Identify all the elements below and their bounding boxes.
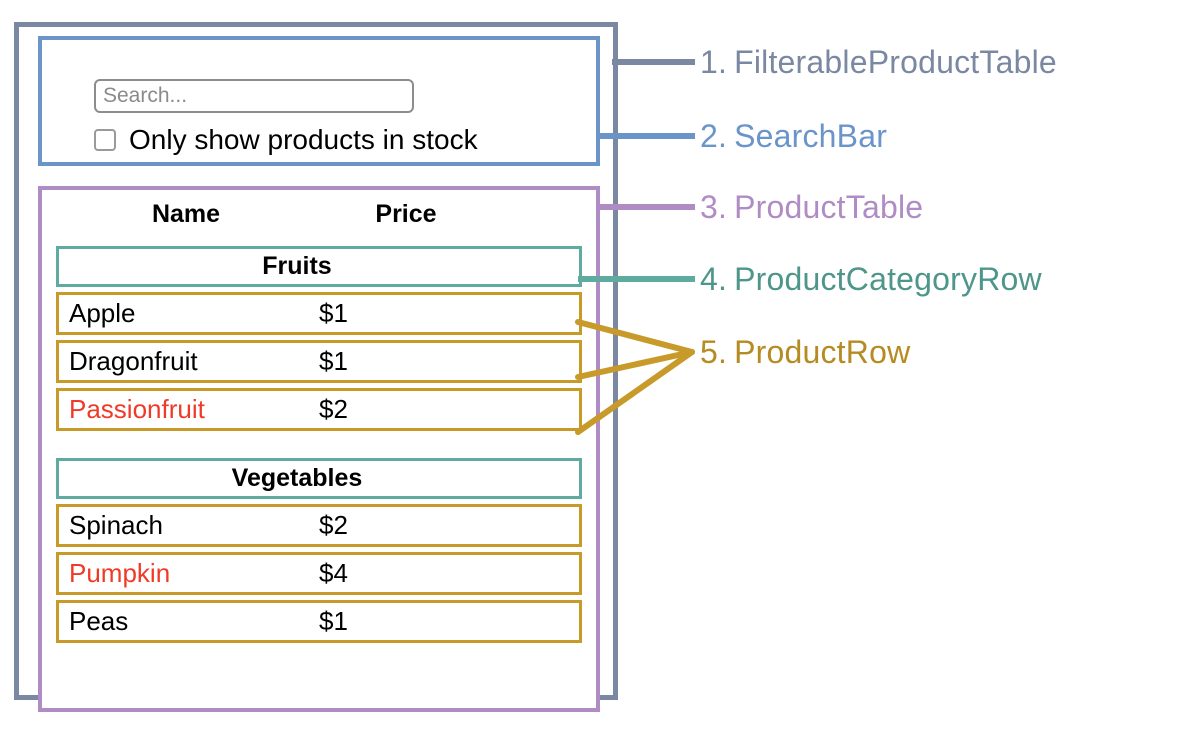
- legend-item-filterable-product-table: 1.FilterableProductTable: [700, 44, 1057, 81]
- search-bar-box: Search... Only show products in stock: [38, 36, 600, 166]
- product-table-header: Name Price: [42, 200, 596, 229]
- legend-label-3: ProductTable: [734, 189, 924, 225]
- checkbox-icon[interactable]: [94, 129, 116, 151]
- product-row: Passionfruit $2: [56, 388, 582, 431]
- product-name: Dragonfruit: [69, 346, 198, 376]
- product-row: Peas $1: [56, 600, 582, 643]
- legend-item-product-row: 5.ProductRow: [700, 334, 910, 371]
- legend-label-2: SearchBar: [734, 118, 888, 154]
- product-row: Apple $1: [56, 292, 582, 335]
- product-price: $1: [319, 298, 348, 328]
- product-name: Peas: [69, 606, 129, 636]
- legend-number-4: 4.: [700, 261, 728, 297]
- legend-number-2: 2.: [700, 118, 728, 154]
- product-price: $2: [319, 510, 348, 540]
- search-input[interactable]: Search...: [94, 79, 414, 113]
- product-price: $1: [319, 346, 348, 376]
- in-stock-checkbox-row[interactable]: Only show products in stock: [94, 126, 478, 154]
- product-category-label: Vegetables: [231, 464, 363, 492]
- product-name: Passionfruit: [69, 394, 205, 424]
- product-name: Pumpkin: [69, 558, 171, 588]
- product-category-label: Fruits: [262, 252, 332, 280]
- product-row: Pumpkin $4: [56, 552, 582, 595]
- legend-item-search-bar: 2.SearchBar: [700, 118, 887, 155]
- legend-label-1: FilterableProductTable: [734, 44, 1057, 80]
- legend-label-5: ProductRow: [734, 334, 911, 370]
- column-header-price: Price: [375, 200, 437, 228]
- product-price: $1: [319, 606, 348, 636]
- legend-label-4: ProductCategoryRow: [734, 261, 1042, 297]
- product-price: $4: [319, 558, 348, 588]
- legend-item-product-table: 3.ProductTable: [700, 189, 923, 226]
- in-stock-checkbox-label: Only show products in stock: [129, 124, 478, 155]
- column-header-name: Name: [151, 200, 221, 228]
- product-category-row: Vegetables: [56, 458, 582, 499]
- product-name: Spinach: [69, 510, 163, 540]
- legend-number-1: 1.: [700, 44, 728, 80]
- legend-number-5: 5.: [700, 334, 728, 370]
- product-row: Spinach $2: [56, 504, 582, 547]
- product-price: $2: [319, 394, 348, 424]
- row-group-gap: [56, 436, 582, 458]
- legend-number-3: 3.: [700, 189, 728, 225]
- legend-item-product-category-row: 4.ProductCategoryRow: [700, 261, 1042, 298]
- product-name: Apple: [69, 298, 136, 328]
- product-row: Dragonfruit $1: [56, 340, 582, 383]
- product-category-row: Fruits: [56, 246, 582, 287]
